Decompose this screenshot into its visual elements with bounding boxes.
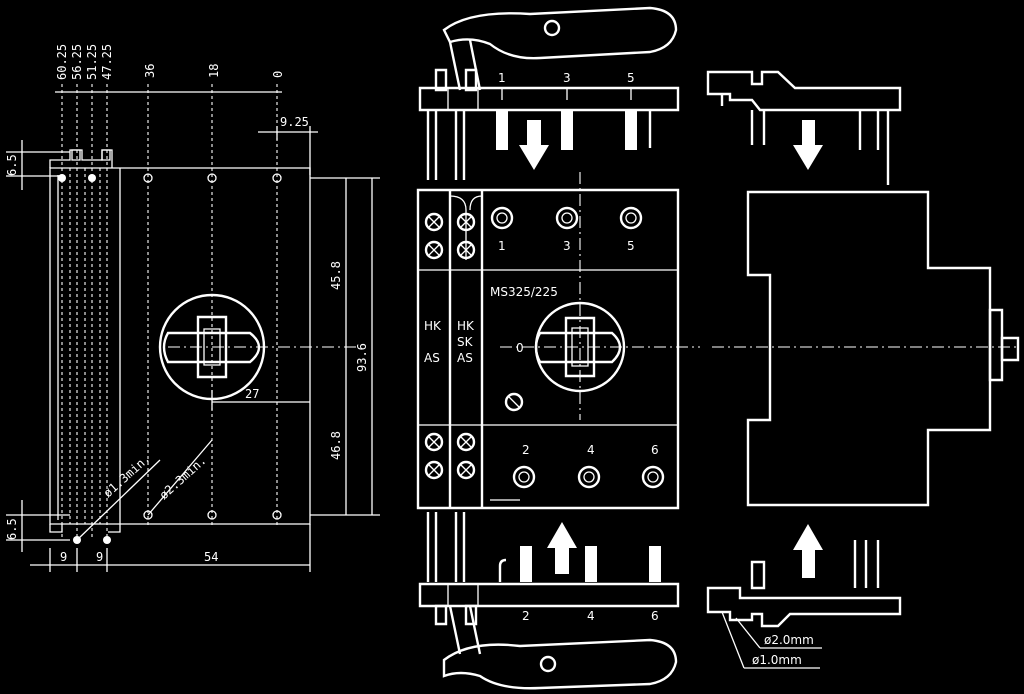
dim-46-8-lower: 46.8 — [329, 431, 343, 460]
hole-large-label: ø2.3min. — [157, 453, 209, 502]
label-as-2: AS — [457, 351, 473, 365]
face-top-1: 1 — [498, 239, 506, 253]
bottom-handle — [444, 640, 676, 688]
dim-54: 54 — [204, 550, 218, 564]
dim-6-5-bottom: 6.5 — [5, 518, 19, 540]
dim-top-47-25: 47.25 — [100, 44, 114, 80]
face-bottom-2: 2 — [522, 443, 530, 457]
top-terminal-3: 3 — [563, 71, 571, 85]
model-label: MS325/225 — [490, 285, 558, 299]
dim-top-18: 18 — [207, 64, 221, 78]
bottom-terminal-4: 4 — [587, 609, 595, 623]
center-view: 1 3 5 1 3 — [418, 8, 700, 688]
face-top-3: 3 — [563, 239, 571, 253]
dim-9-b: 9 — [96, 550, 103, 564]
dim-6-5-top: 6.5 — [5, 154, 19, 176]
diameter-1mm: ø1.0mm — [752, 653, 802, 667]
bottom-terminal-2: 2 — [522, 609, 530, 623]
label-sk-2: SK — [457, 335, 474, 349]
dim-top-0: 0 — [271, 71, 285, 78]
top-handle — [444, 8, 676, 58]
face-top-5: 5 — [627, 239, 635, 253]
left-view: 60.25 56.25 51.25 47.25 36 18 0 9.25 6.5 — [5, 44, 380, 572]
dim-top-51-25: 51.25 — [85, 44, 99, 80]
top-terminal-1: 1 — [498, 71, 506, 85]
dim-27: 27 — [245, 387, 259, 401]
label-as-1: AS — [424, 351, 440, 365]
dim-top-56-25: 56.25 — [70, 44, 84, 80]
label-hk-1: HK — [424, 319, 442, 333]
dim-45-8-upper: 45.8 — [329, 261, 343, 290]
face-bottom-4: 4 — [587, 443, 595, 457]
dim-top-36: 36 — [143, 64, 157, 78]
right-view: ø2.0mm ø1.0mm — [708, 72, 1020, 668]
dim-top-60-25: 60.25 — [55, 44, 69, 80]
bottom-terminal-6: 6 — [651, 609, 659, 623]
dim-9-a: 9 — [60, 550, 67, 564]
dim-9-25: 9.25 — [280, 115, 309, 129]
top-terminal-5: 5 — [627, 71, 635, 85]
label-hk-2: HK — [457, 319, 475, 333]
diameter-2mm: ø2.0mm — [764, 633, 814, 647]
dim-93-6: 93.6 — [355, 343, 369, 372]
face-bottom-6: 6 — [651, 443, 659, 457]
zero-label: 0 — [516, 341, 524, 355]
